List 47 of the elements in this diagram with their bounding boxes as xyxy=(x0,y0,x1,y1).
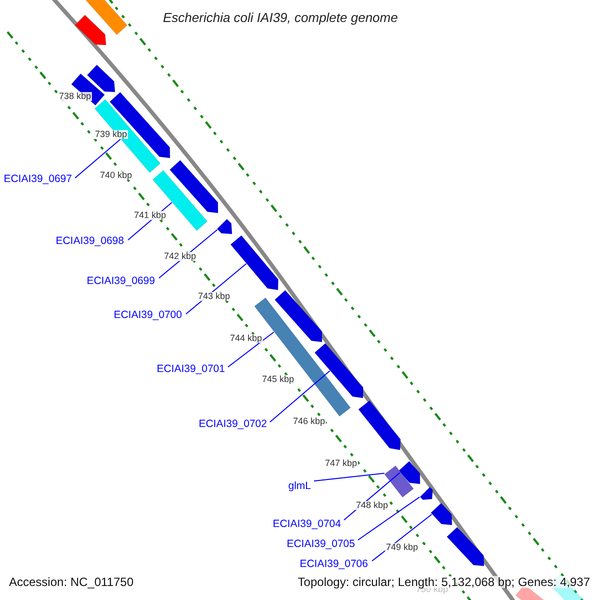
scale-label: 746 kbp xyxy=(292,417,326,426)
scale-label: 740 kbp xyxy=(98,171,134,180)
gene-block xyxy=(74,14,106,46)
title: Escherichia coli IAI39, complete genome xyxy=(163,11,398,24)
gene-block xyxy=(170,160,218,214)
gene-label: ECIAI39_0700 xyxy=(114,310,182,320)
scale-label: 748 kbp xyxy=(354,501,390,510)
gene-label: glmL xyxy=(288,481,311,492)
gene-block xyxy=(430,502,452,526)
gene-block xyxy=(152,170,208,231)
gene-block xyxy=(86,64,116,92)
gene-block xyxy=(358,400,401,450)
gene-label: ECIAI39_0701 xyxy=(156,364,225,374)
scale-label: 739 kbp xyxy=(94,130,128,139)
scale-label: 749 kbp xyxy=(384,543,420,552)
scale-label: 745 kbp xyxy=(260,375,296,384)
gene-label: ECIAI39_0706 xyxy=(300,559,368,570)
gene-label: ECIAI39_0699 xyxy=(86,276,155,286)
gene-block xyxy=(420,486,433,500)
genome-info-text: Topology: circular; Length: 5,132,068 bp; Genes: 4,937 xyxy=(298,576,590,588)
gene-block xyxy=(230,235,278,290)
scale-label: 744 kbp xyxy=(228,334,264,343)
gene-label: ECIAI39_0704 xyxy=(272,519,341,530)
leader-line xyxy=(228,332,274,368)
scale-label: 747 kbp xyxy=(324,459,358,468)
gene-block xyxy=(216,218,232,234)
gene-label: ECIAI39_0705 xyxy=(286,539,355,550)
gene-block xyxy=(110,92,170,158)
leader-line xyxy=(358,496,420,540)
gene-block xyxy=(398,461,420,484)
gene-block xyxy=(446,526,484,566)
scale-label: 741 kbp xyxy=(132,211,168,220)
scale-label: 742 kbp xyxy=(162,252,198,261)
gene-block xyxy=(314,343,364,398)
leader-line xyxy=(74,138,121,178)
gene-block xyxy=(274,290,322,342)
accession-text: Accession: NC_011750 xyxy=(9,576,134,588)
gene-block xyxy=(94,99,161,173)
leader-line xyxy=(270,370,330,422)
leader-line xyxy=(314,472,385,482)
gene-label: ECIAI39_0697 xyxy=(4,174,72,184)
gene-label: ECIAI39_0702 xyxy=(198,419,267,430)
scale-label: 743 kbp xyxy=(196,292,232,301)
gene-label: ECIAI39_0698 xyxy=(56,236,124,246)
gene-block xyxy=(82,0,128,35)
scale-label: 738 kbp xyxy=(58,92,92,101)
gene-block xyxy=(384,465,414,498)
